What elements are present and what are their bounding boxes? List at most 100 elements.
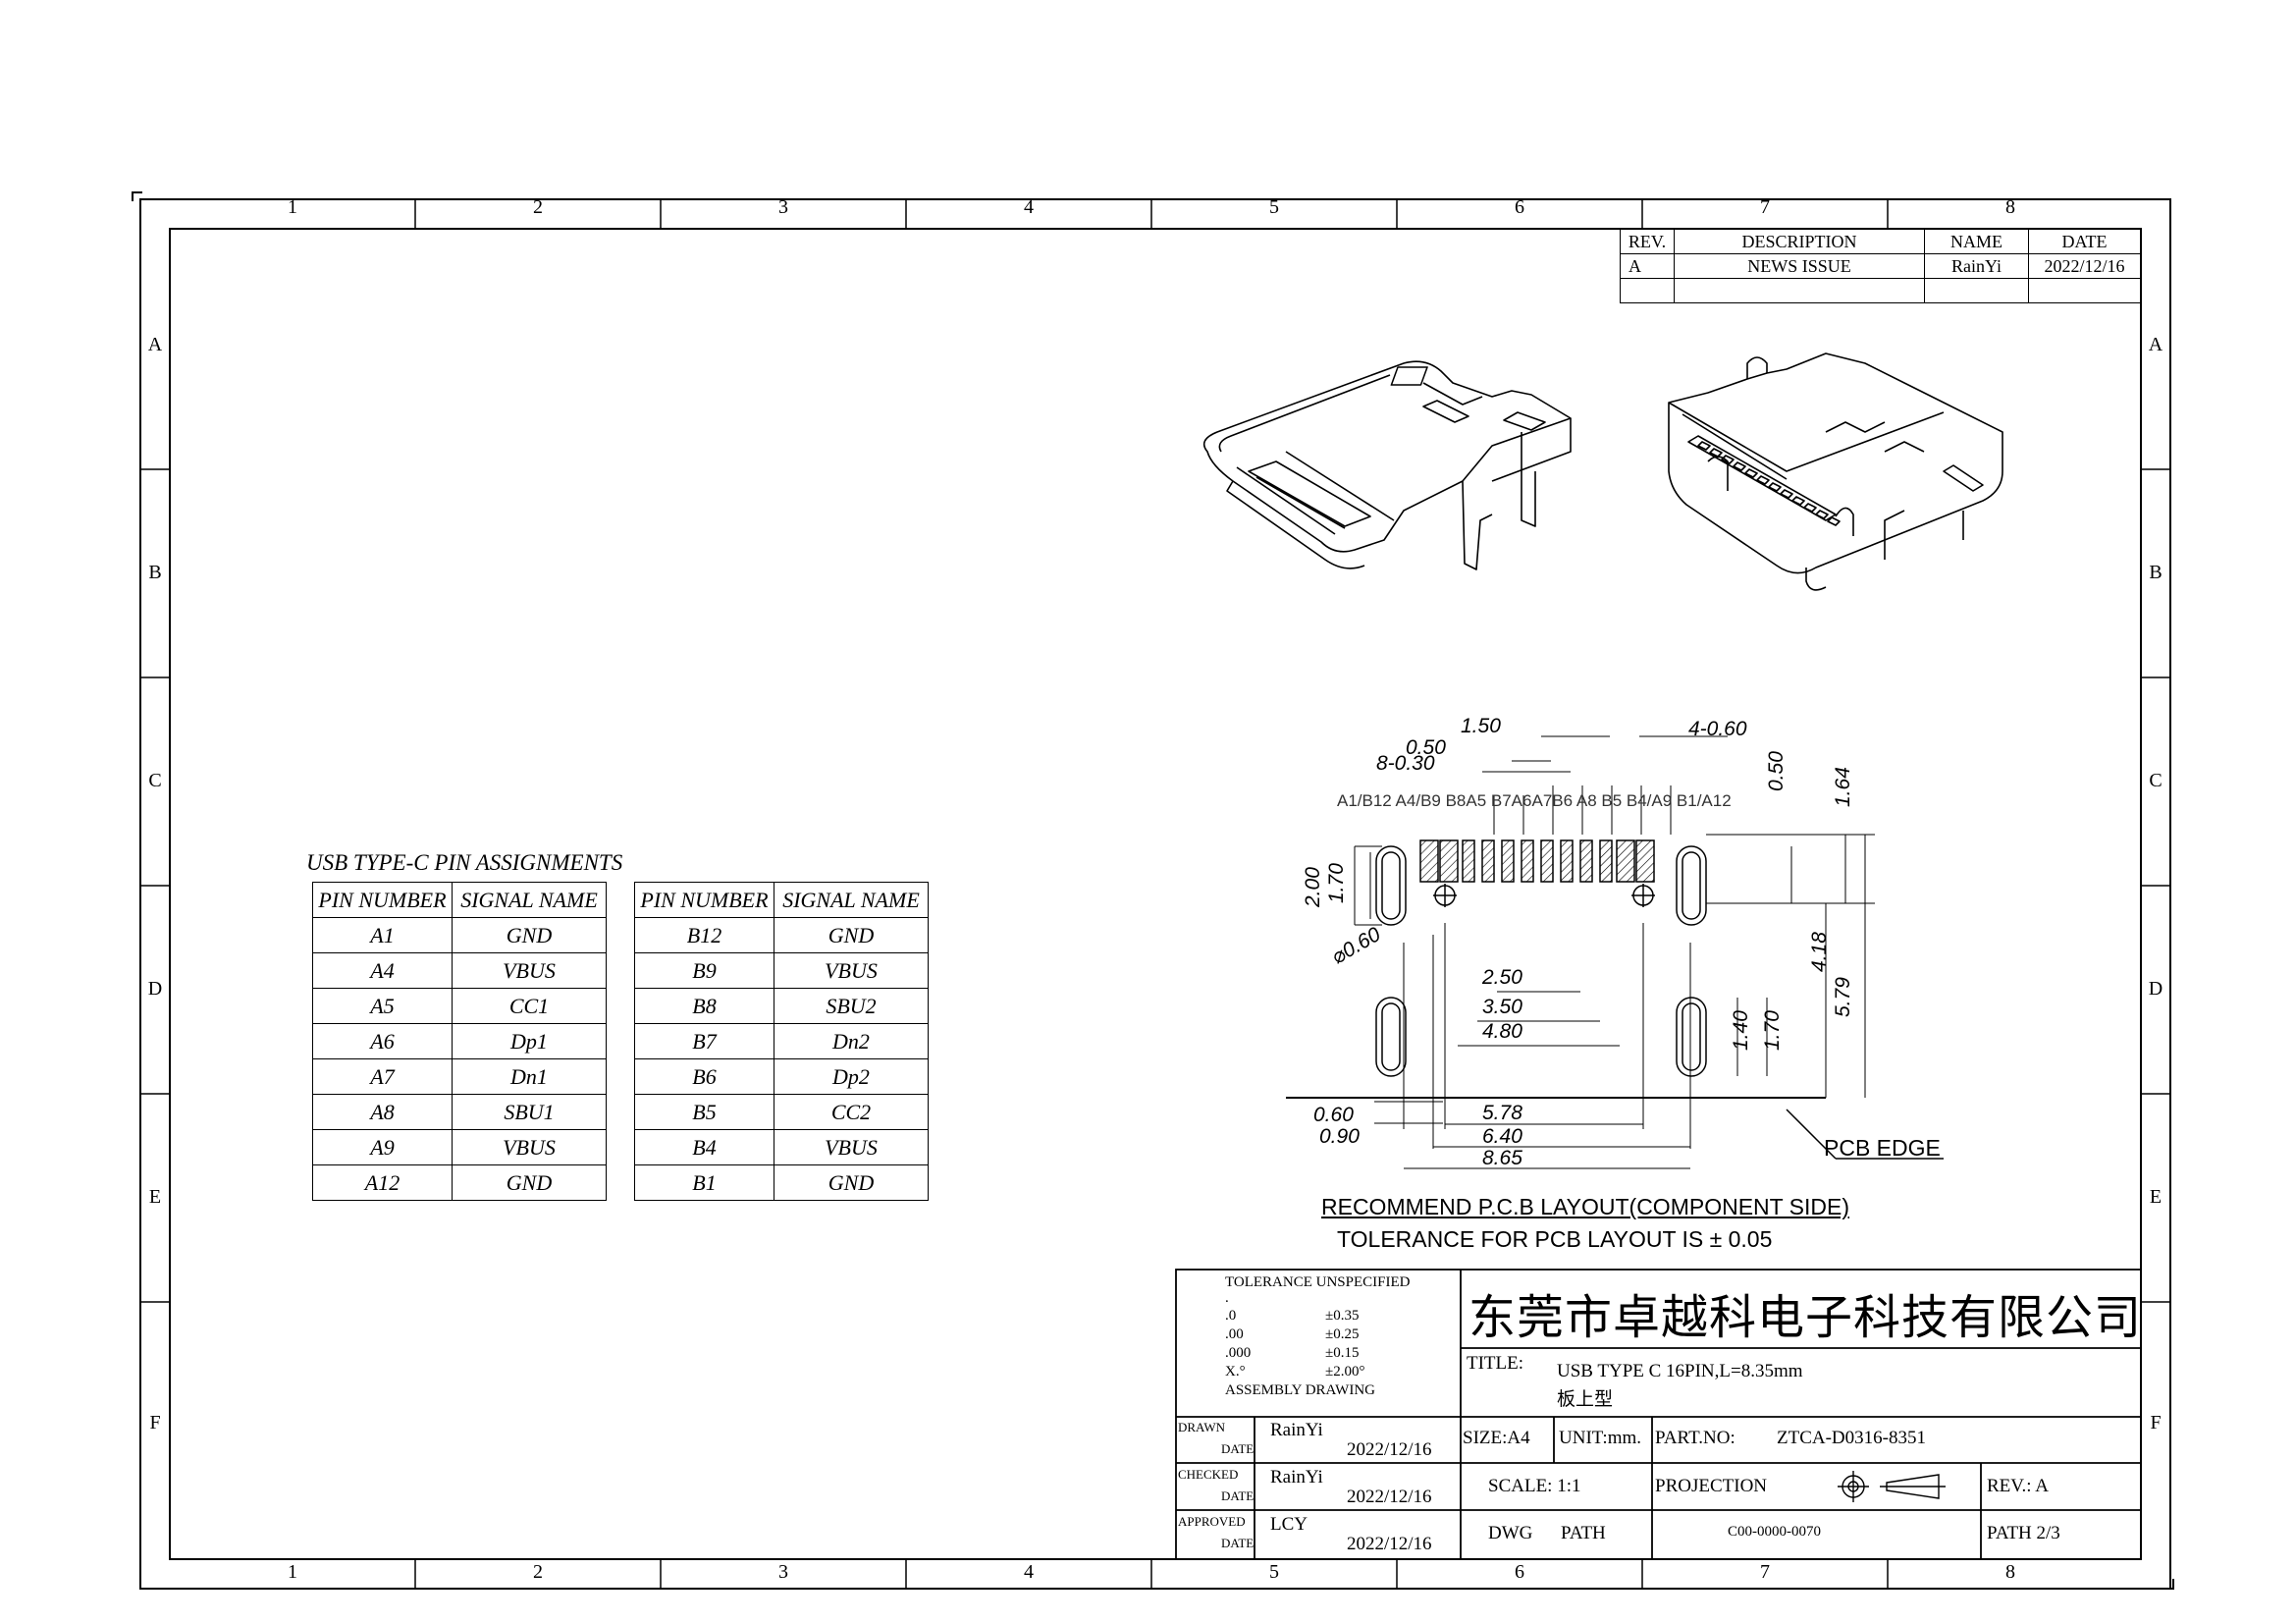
- zone-col-5-top: 5: [1269, 196, 1279, 218]
- tolerance-value: ±2.00°: [1325, 1364, 1365, 1380]
- signal-name-cell: GND: [774, 1164, 929, 1201]
- dim-5-78: 5.78: [1482, 1102, 1522, 1124]
- signal-name-cell: GND: [452, 917, 607, 953]
- pcb-caption-tolerance: TOLERANCE FOR PCB LAYOUT IS ± 0.05: [1337, 1226, 1773, 1252]
- connector-front-view: [1202, 360, 1572, 570]
- slot-top-right-inner: [1682, 851, 1701, 920]
- pin-table-title: USB TYPE-C PIN ASSIGNMENTS: [306, 850, 623, 875]
- slot-top-left-inner: [1381, 851, 1401, 920]
- pcb-pin-labels: A1/B12 A4/B9 B8A5 B7A6A7B6 A8 B5 B4/A9 B…: [1337, 791, 1732, 810]
- rev-value: REV.: A: [1987, 1476, 2050, 1496]
- scale-label: SCALE: 1:1: [1488, 1476, 1581, 1496]
- zone-row-a-left: A: [147, 334, 163, 355]
- pin-number-cell: B12: [634, 917, 774, 953]
- dwg-label: DWG: [1488, 1523, 1533, 1543]
- zone-col-6-bottom: 6: [1515, 1561, 1524, 1583]
- signal-name-cell: VBUS: [774, 952, 929, 989]
- drawn-name: RainYi: [1270, 1420, 1323, 1440]
- zone-col-7-bottom: 7: [1760, 1561, 1770, 1583]
- tolerance-value: ±0.15: [1325, 1345, 1360, 1361]
- outer-border: [139, 198, 2171, 1590]
- checked-label: CHECKED: [1178, 1467, 1239, 1482]
- tolerance-precision: X.°: [1225, 1364, 1246, 1380]
- rev-header-description: DESCRIPTION: [1674, 229, 1925, 254]
- dim-8-65: 8.65: [1482, 1147, 1522, 1169]
- pcb-pad: [1419, 839, 1439, 883]
- tolerance-precision: .0: [1225, 1308, 1237, 1324]
- signal-name-cell: CC1: [452, 988, 607, 1024]
- pin-number-cell: A12: [312, 1164, 453, 1201]
- pcb-pad: [1579, 839, 1593, 883]
- company-name: 东莞市卓越科电子科技有限公司: [1468, 1290, 2143, 1345]
- rev-header-rev: REV.: [1620, 229, 1675, 254]
- zone-col-4-top: 4: [1024, 196, 1034, 218]
- tolerance-title: TOLERANCE UNSPECIFIED: [1225, 1274, 1411, 1290]
- corner-mark-tl: [132, 191, 142, 201]
- slot-top-left: [1375, 845, 1407, 926]
- pin-number-cell: B9: [634, 952, 774, 989]
- assembly-drawing-label: ASSEMBLY DRAWING: [1225, 1382, 1375, 1398]
- path-label: PATH: [1561, 1523, 1606, 1543]
- dim-2-50: 2.50: [1482, 966, 1522, 989]
- zone-ticks: [140, 199, 2170, 1589]
- pcb-pad: [1521, 839, 1534, 883]
- connector-isometric-views: [1202, 352, 2003, 591]
- pcb-layout-drawing: [1286, 735, 1944, 1169]
- dim-4-80: 4.80: [1482, 1020, 1522, 1043]
- pcb-pad: [1599, 839, 1613, 883]
- pcb-pad: [1635, 839, 1655, 883]
- zone-col-3-bottom: 3: [778, 1561, 788, 1583]
- zone-row-c-left: C: [148, 770, 162, 791]
- dwg-number: C00-0000-0070: [1728, 1524, 1821, 1540]
- pin-number-cell: A5: [312, 988, 453, 1024]
- approved-date-label: DATE: [1221, 1536, 1255, 1550]
- zone-row-f-left: F: [149, 1412, 161, 1434]
- zone-col-4-bottom: 4: [1024, 1561, 1034, 1583]
- zone-row-f-right: F: [2150, 1412, 2162, 1434]
- signal-name-cell: GND: [774, 917, 929, 953]
- pcb-edge-label: PCB EDGE: [1824, 1135, 1941, 1161]
- slot-bottom-right: [1676, 997, 1707, 1077]
- title-line-1: USB TYPE C 16PIN,L=8.35mm: [1557, 1361, 1803, 1381]
- pcb-pad: [1540, 839, 1554, 883]
- checked-date-label: DATE: [1221, 1488, 1255, 1503]
- part-no-value: ZTCA-D0316-8351: [1777, 1428, 1926, 1448]
- approved-name: LCY: [1270, 1514, 1308, 1535]
- contact-pins: [1697, 441, 1841, 526]
- unit-label: UNIT:mm.: [1559, 1428, 1642, 1448]
- pin-number-cell: A9: [312, 1129, 453, 1165]
- drawn-date-label: DATE: [1221, 1441, 1255, 1456]
- zone-row-b-left: B: [148, 562, 162, 583]
- slot-bottom-left: [1375, 997, 1407, 1077]
- signal-name-cell: Dn2: [774, 1023, 929, 1059]
- pcb-pad: [1616, 839, 1635, 883]
- pcb-pads: [1419, 839, 1655, 883]
- size-label: SIZE:A4: [1463, 1428, 1530, 1448]
- zone-row-a-right: A: [2148, 334, 2163, 355]
- zone-row-b-right: B: [2149, 562, 2163, 583]
- signal-name-cell: SBU1: [452, 1094, 607, 1130]
- pcb-caption-recommend: RECOMMEND P.C.B LAYOUT(COMPONENT SIDE): [1321, 1194, 1850, 1219]
- signal-name-cell: VBUS: [452, 952, 607, 989]
- zone-row-e-left: E: [148, 1186, 162, 1208]
- dimension-lines: [1354, 735, 1875, 1169]
- pcb-pad: [1501, 839, 1515, 883]
- signal-name-cell: Dn1: [452, 1058, 607, 1095]
- tolerance-precision: .00: [1225, 1326, 1244, 1342]
- pcb-pad: [1560, 839, 1574, 883]
- dim-6-40: 6.40: [1482, 1125, 1522, 1148]
- checked-date: 2022/12/16: [1347, 1487, 1432, 1507]
- corner-mark-br: [2163, 1579, 2174, 1590]
- signal-name-cell: VBUS: [774, 1129, 929, 1165]
- pin-number-cell: B1: [634, 1164, 774, 1201]
